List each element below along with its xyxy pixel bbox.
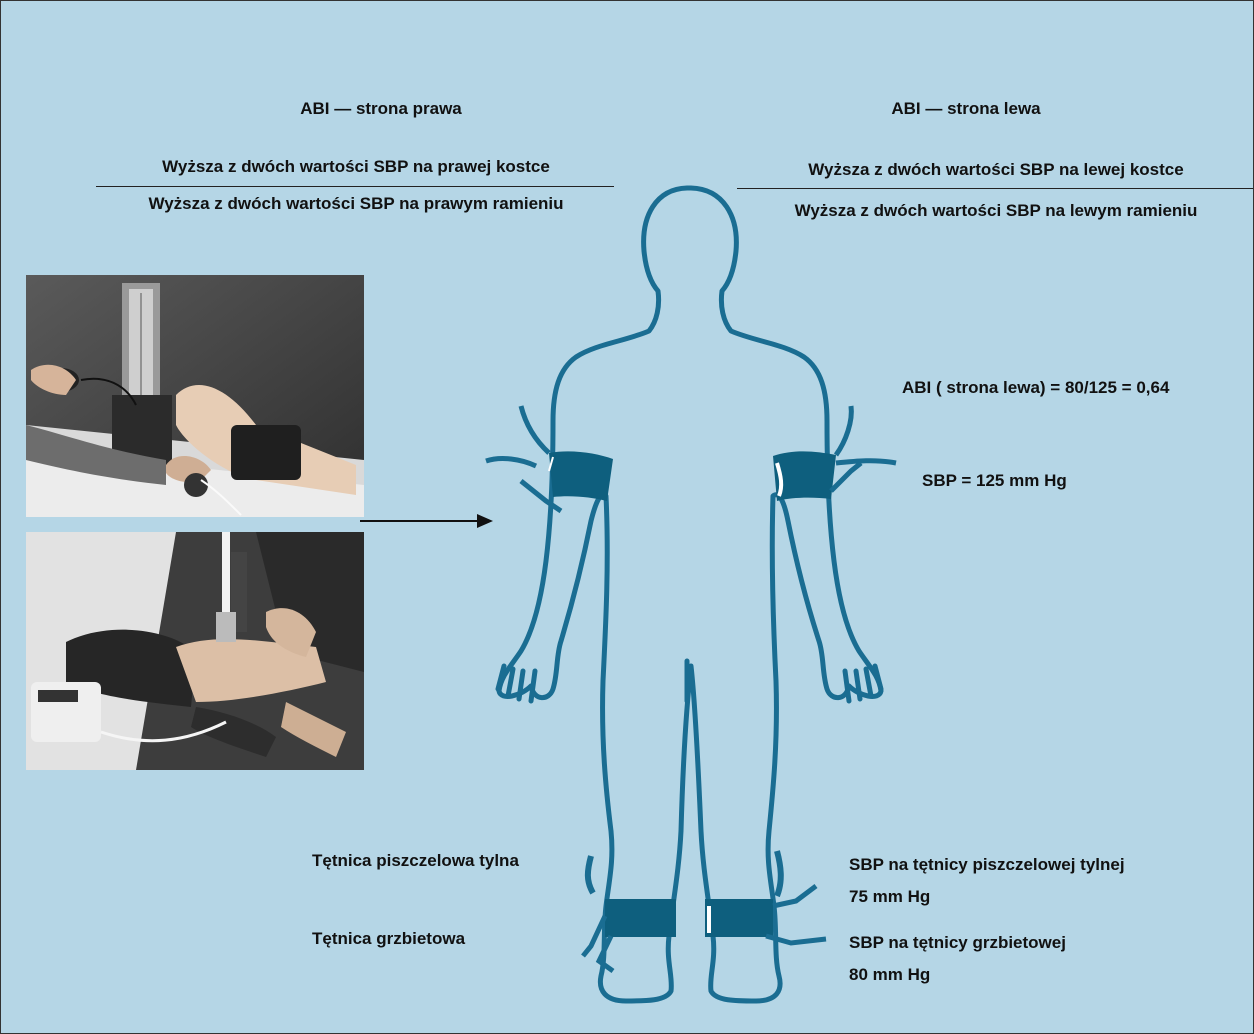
human-body-outline <box>498 188 881 1001</box>
pointer-arrow <box>360 514 493 528</box>
left-arm-cuff <box>773 406 896 501</box>
left-ankle-cuff <box>705 851 826 943</box>
right-ankle-cuff <box>583 856 676 971</box>
